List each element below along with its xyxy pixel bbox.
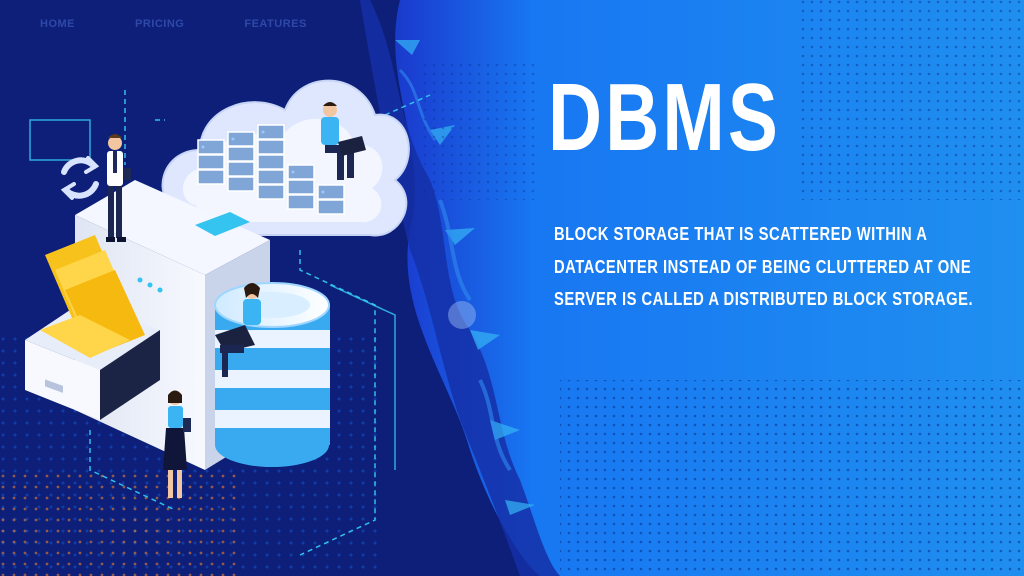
nav-item-features[interactable]: FEATURES	[244, 18, 307, 30]
person-standing-tablet	[106, 134, 131, 242]
nav-item-pricing[interactable]: PRICING	[135, 18, 185, 30]
faded-nav: HOME PRICING FEATURES	[40, 18, 307, 30]
person-tablet-icon	[163, 390, 191, 498]
headline: DBMS	[548, 64, 781, 171]
person-laptop-icon	[321, 102, 366, 180]
description-text: BLOCK STORAGE THAT IS SCATTERED WITHIN A…	[554, 224, 974, 309]
database-cylinder-icon	[214, 282, 330, 467]
cloud-server-icon	[161, 79, 410, 237]
sync-arrows-icon	[60, 156, 100, 200]
nav-item-home[interactable]: HOME	[40, 18, 75, 30]
person-sitting-laptop	[215, 283, 261, 377]
